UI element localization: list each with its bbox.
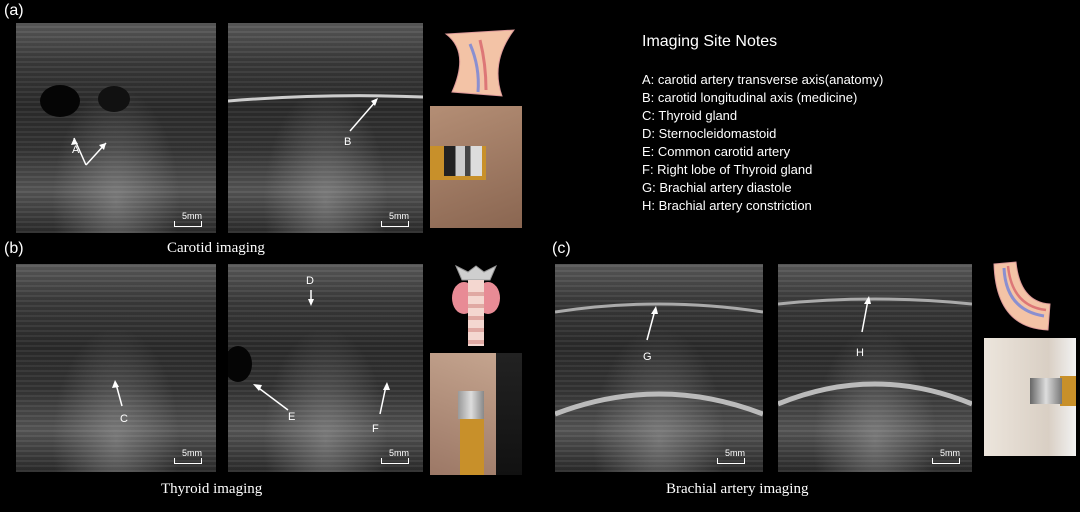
scale-bar	[174, 458, 202, 464]
note-item: A: carotid artery transverse axis(anatom…	[642, 72, 884, 87]
thyroid-illustration	[452, 264, 500, 346]
scale-bar	[174, 221, 202, 227]
caption-carotid: Carotid imaging	[167, 240, 265, 256]
scale-label: 5mm	[940, 448, 960, 458]
thyroid-sensor-photo	[430, 353, 522, 475]
annotation-b: B	[344, 136, 351, 148]
panel-a-label: (a)	[4, 2, 24, 19]
scale-label: 5mm	[182, 211, 202, 221]
scale-label: 5mm	[389, 448, 409, 458]
note-item: F: Right lobe of Thyroid gland	[642, 162, 813, 177]
annotation-c: C	[120, 413, 128, 425]
ultrasound-brachial-diastole: G 5mm	[555, 264, 763, 472]
annotation-e: E	[288, 411, 295, 423]
panel-c-label: (c)	[552, 240, 571, 257]
caption-thyroid: Thyroid imaging	[161, 481, 263, 497]
caption-brachial: Brachial artery imaging	[666, 481, 809, 497]
note-item: H: Brachial artery constriction	[642, 198, 812, 213]
notes-list: A: carotid artery transverse axis(anatom…	[642, 71, 883, 215]
ultrasound-thyroid-lobe: D E F 5mm	[228, 264, 423, 472]
scale-bar	[381, 458, 409, 464]
ultrasound-brachial-constriction: H 5mm	[778, 264, 972, 472]
annotation-f: F	[372, 423, 379, 435]
scale-label: 5mm	[725, 448, 745, 458]
annotation-h: H	[856, 347, 864, 359]
note-item: E: Common carotid artery	[642, 144, 791, 159]
ultrasound-carotid-transverse: A 5mm	[16, 23, 216, 233]
note-item: D: Sternocleidomastoid	[642, 126, 777, 141]
ultrasound-carotid-longitudinal: B 5mm	[228, 23, 423, 233]
notes-title: Imaging Site Notes	[642, 33, 778, 50]
arm-illustration	[993, 261, 1051, 331]
note-item: G: Brachial artery diastole	[642, 180, 792, 195]
neck-sensor-photo	[430, 106, 522, 228]
scale-bar	[717, 458, 745, 464]
scale-bar	[381, 221, 409, 227]
note-item: C: Thyroid gland	[642, 108, 738, 123]
scale-bar	[932, 458, 960, 464]
note-item: B: carotid longitudinal axis (medicine)	[642, 90, 858, 105]
annotation-a: A	[72, 144, 80, 156]
ultrasound-thyroid-gland: C 5mm	[16, 264, 216, 472]
annotation-g: G	[643, 351, 652, 363]
annotation-d: D	[306, 275, 314, 287]
scale-label: 5mm	[389, 211, 409, 221]
arm-sensor-photo	[984, 338, 1076, 456]
panel-b-label: (b)	[4, 240, 24, 257]
scale-label: 5mm	[182, 448, 202, 458]
neck-illustration	[444, 29, 516, 97]
